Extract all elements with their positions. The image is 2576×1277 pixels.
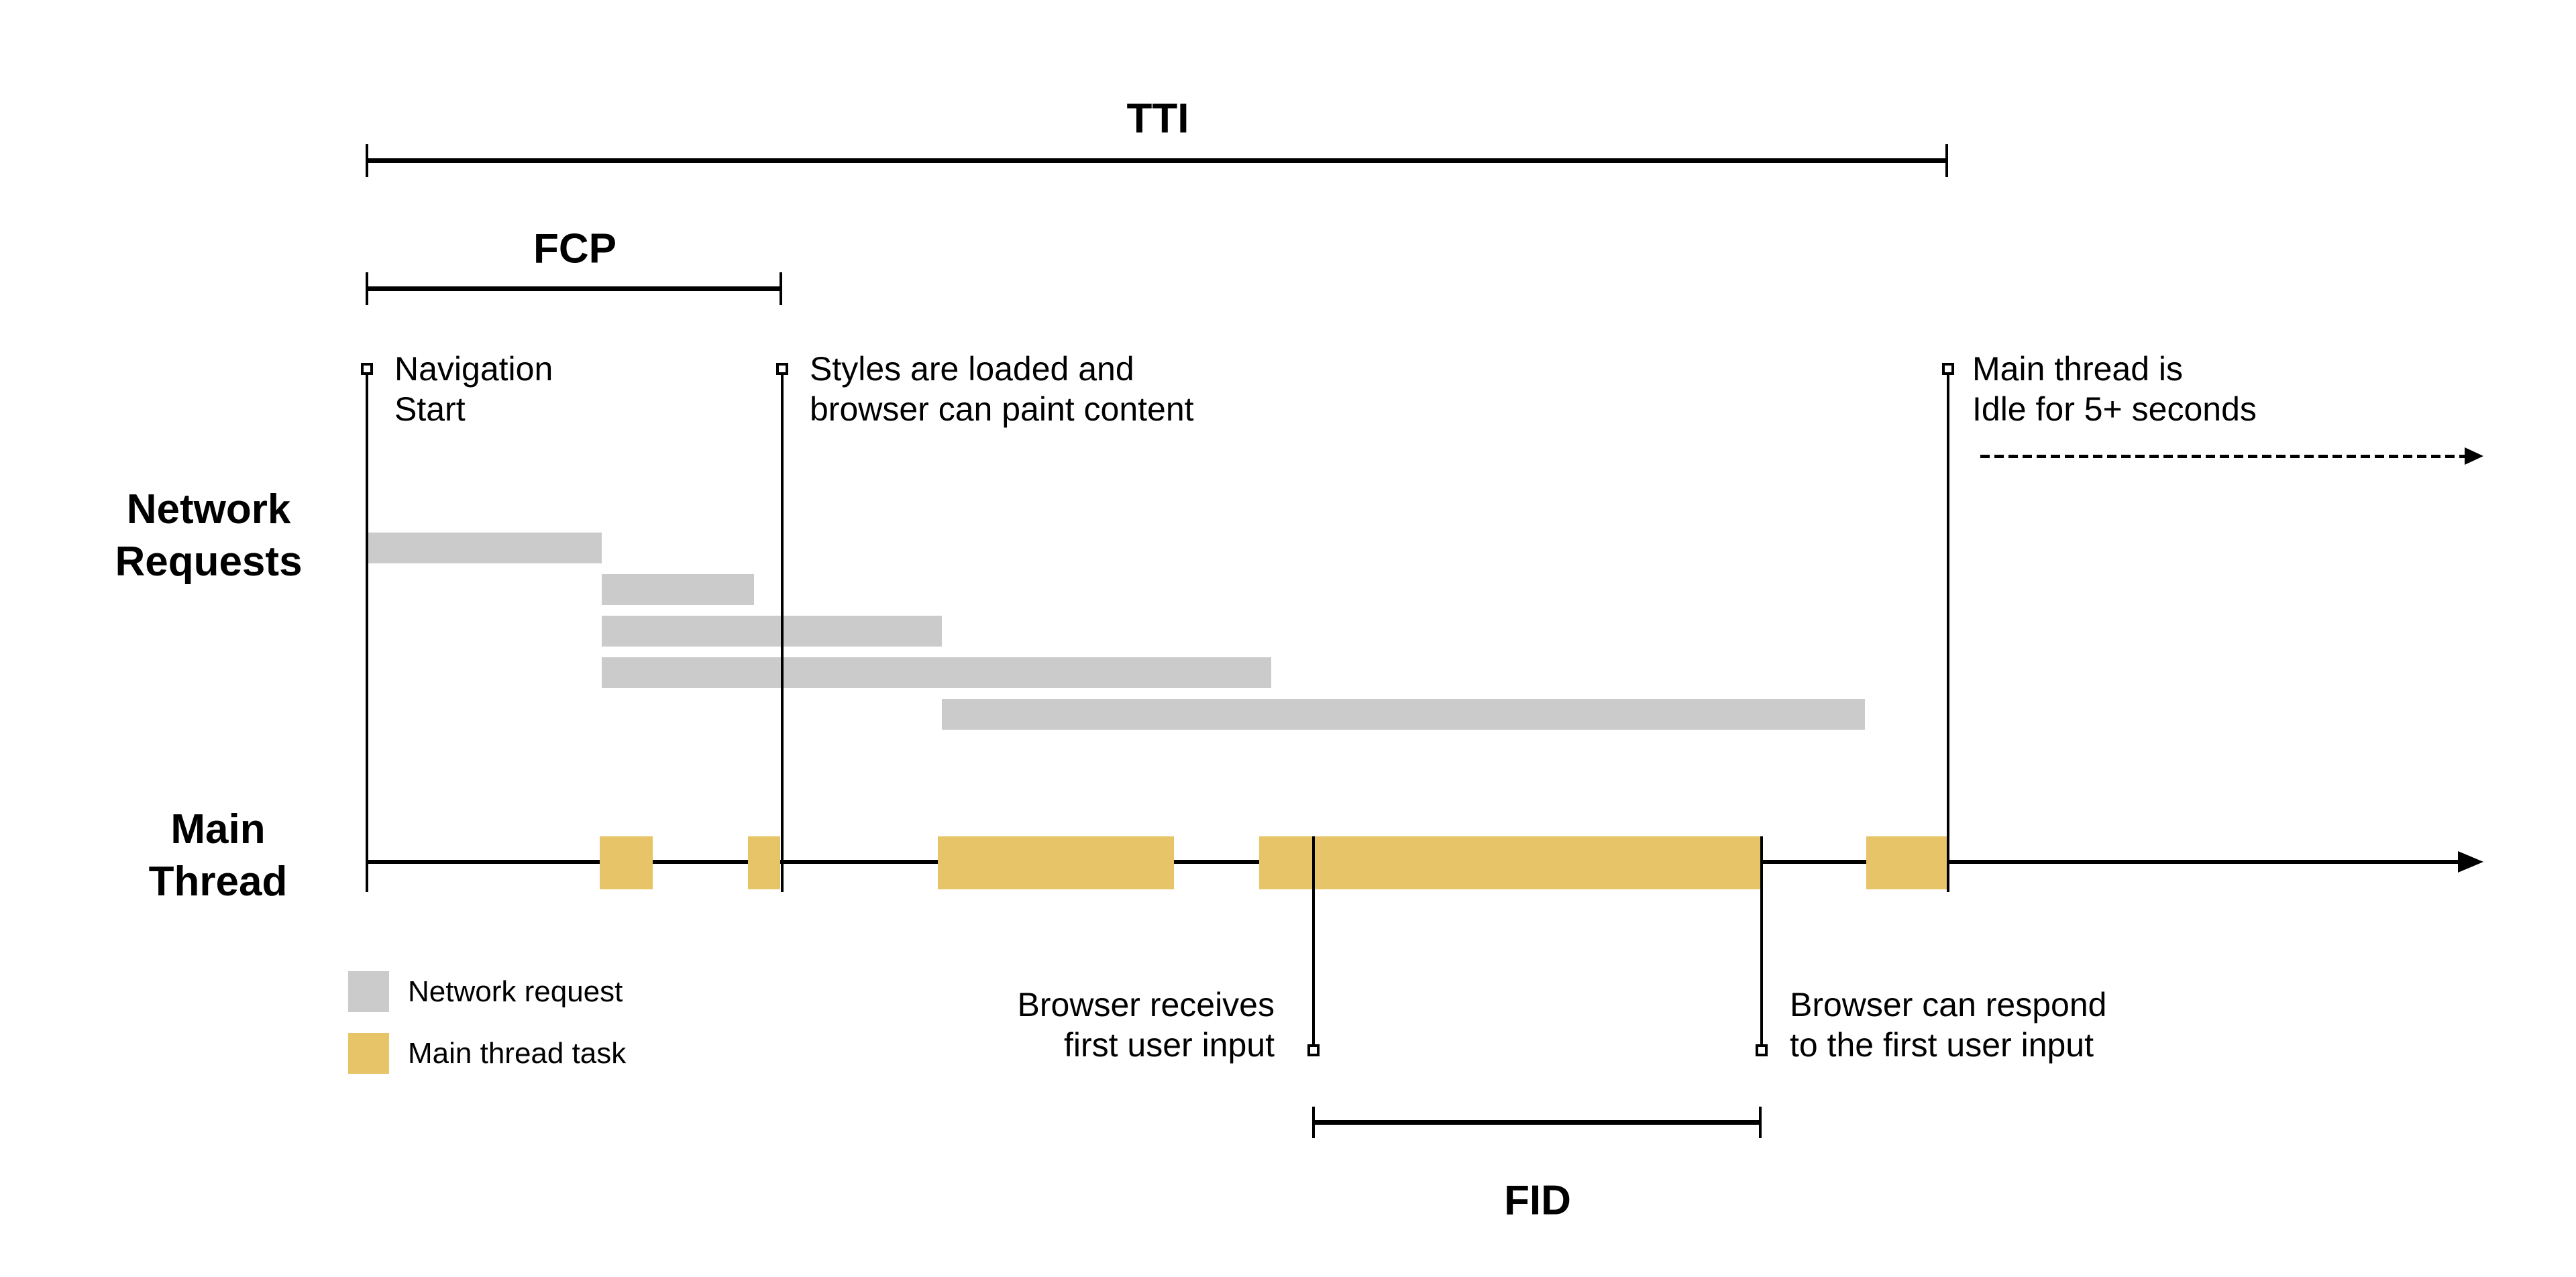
- first-input-response-marker-square: [1756, 1044, 1768, 1056]
- styles-loaded-annotation-line1: Styles are loaded and: [810, 350, 1134, 388]
- fcp-label: FCP: [533, 225, 616, 272]
- navigation-start-guide-line: [366, 375, 368, 892]
- styles-loaded-marker-square: [776, 363, 788, 375]
- network-requests-row-label: Network Requests: [115, 484, 302, 588]
- network-request-bar: [367, 533, 602, 563]
- styles-loaded-annotation-line2: browser can paint content: [810, 390, 1194, 428]
- navigation-start-marker-square: [361, 363, 373, 375]
- network-request-bar: [602, 616, 942, 647]
- network-requests-row-label-line2: Requests: [115, 539, 303, 585]
- first-input-received-guide-line: [1312, 836, 1315, 1044]
- main-thread-task-bar: [938, 836, 1174, 889]
- legend-main-thread-task-swatch: [348, 1033, 389, 1074]
- fid-label: FID: [1504, 1177, 1571, 1224]
- idle-dashed-arrow-head-icon: [2465, 447, 2483, 465]
- main-thread-task-bar: [1259, 836, 1762, 889]
- main-thread-idle-marker-square: [1942, 363, 1954, 375]
- fcp-bracket-right-tick: [780, 272, 782, 305]
- main-thread-task-bar: [600, 836, 653, 889]
- fid-bracket-left-tick: [1312, 1107, 1315, 1138]
- navigation-start-annotation-line2: Start: [394, 390, 466, 428]
- browser-receives-input-annotation-line1: Browser receives: [1017, 986, 1275, 1023]
- main-thread-row-label: Main Thread: [149, 803, 288, 908]
- fcp-bracket-left-tick: [366, 272, 368, 305]
- main-thread-idle-guide-line: [1947, 375, 1949, 892]
- fid-bracket-line: [1313, 1120, 1762, 1125]
- styles-loaded-guide-line: [781, 375, 784, 892]
- main-thread-row-label-line2: Thread: [148, 858, 288, 905]
- legend-network-request-swatch: [348, 971, 389, 1012]
- tti-label: TTI: [1126, 95, 1189, 142]
- network-request-bar: [942, 699, 1865, 730]
- styles-loaded-annotation: Styles are loaded and browser can paint …: [810, 349, 1194, 429]
- main-thread-task-bar: [748, 836, 780, 889]
- tti-bracket-left-tick: [366, 144, 368, 177]
- network-request-bar: [602, 657, 1271, 688]
- main-thread-idle-annotation-line1: Main thread is: [1972, 350, 2184, 388]
- main-thread-idle-annotation: Main thread is Idle for 5+ seconds: [1972, 349, 2257, 429]
- navigation-start-annotation-line1: Navigation: [394, 350, 553, 388]
- legend-main-thread-task-label: Main thread task: [408, 1037, 627, 1070]
- first-input-response-guide-line: [1760, 836, 1763, 1044]
- network-request-bar: [602, 574, 754, 605]
- browser-receives-input-annotation: Browser receives first user input: [1018, 985, 1275, 1065]
- network-requests-row-label-line1: Network: [126, 486, 291, 533]
- navigation-start-annotation: Navigation Start: [394, 349, 553, 429]
- browser-can-respond-annotation: Browser can respond to the first user in…: [1790, 985, 2106, 1065]
- browser-can-respond-annotation-line1: Browser can respond: [1790, 986, 2107, 1023]
- tti-bracket-line: [367, 158, 1948, 163]
- browser-receives-input-annotation-line2: first user input: [1063, 1026, 1275, 1064]
- browser-can-respond-annotation-line2: to the first user input: [1790, 1026, 2094, 1064]
- idle-dashed-arrow-line: [1980, 455, 2466, 458]
- legend-network-request-label: Network request: [408, 975, 623, 1008]
- main-thread-task-bar: [1866, 836, 1948, 889]
- main-thread-idle-annotation-line2: Idle for 5+ seconds: [1972, 390, 2257, 428]
- fid-bracket-right-tick: [1759, 1107, 1762, 1138]
- main-thread-axis-arrow-head-icon: [2458, 851, 2483, 873]
- tti-bracket-right-tick: [1945, 144, 1948, 177]
- first-input-received-marker-square: [1307, 1044, 1320, 1056]
- main-thread-row-label-line1: Main: [170, 806, 266, 852]
- fcp-bracket-line: [367, 286, 782, 291]
